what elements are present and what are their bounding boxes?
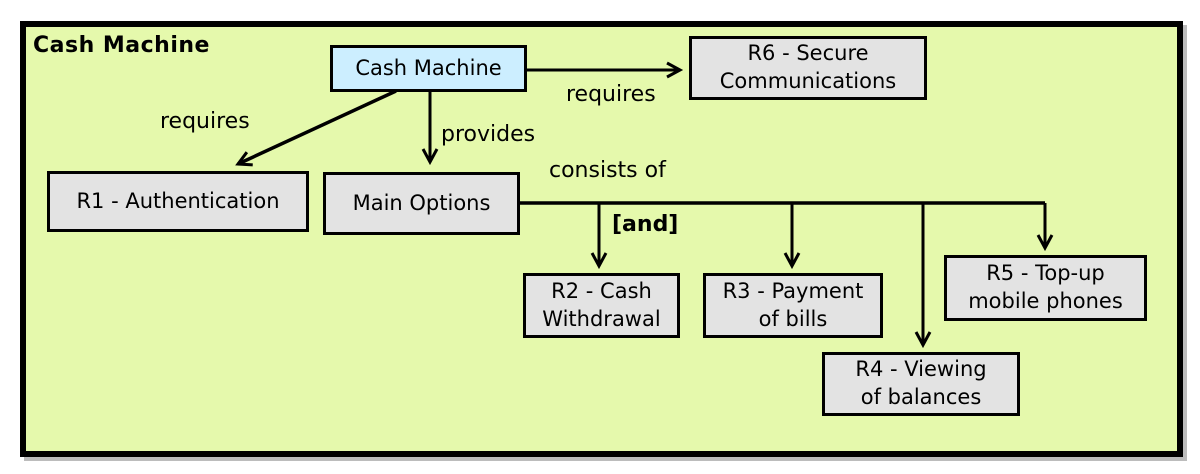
diagram-title: Cash Machine: [33, 33, 210, 58]
edge-label-requires-right: requires: [566, 82, 656, 107]
node-r2-cash-withdrawal: R2 - Cash Withdrawal: [523, 273, 680, 338]
node-r6-secure-communications: R6 - Secure Communications: [689, 36, 927, 100]
edge-label-provides: provides: [441, 122, 536, 147]
system-boundary-frame: [20, 21, 1183, 457]
edge-label-and-constraint: [and]: [612, 212, 679, 237]
node-r5-top-up-mobile-phones: R5 - Top-up mobile phones: [944, 255, 1147, 321]
edge-label-consists-of: consists of: [549, 158, 666, 183]
node-main-options: Main Options: [323, 172, 520, 235]
edge-label-requires-left: requires: [160, 109, 250, 134]
node-r4-viewing-of-balances: R4 - Viewing of balances: [822, 352, 1020, 416]
node-r1-authentication: R1 - Authentication: [47, 171, 309, 232]
node-r3-payment-of-bills: R3 - Payment of bills: [703, 273, 883, 338]
node-cash-machine: Cash Machine: [330, 45, 527, 92]
